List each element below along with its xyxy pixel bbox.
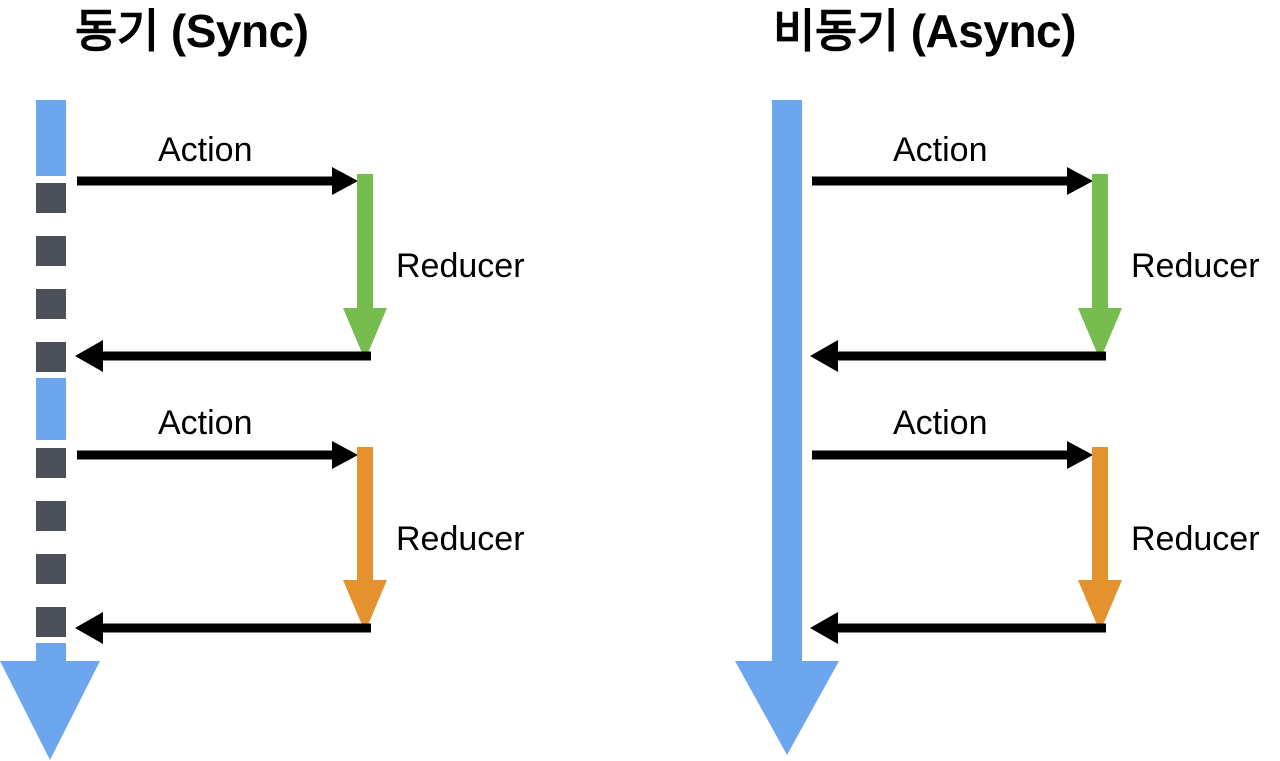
sync-return-arrow-1 bbox=[75, 340, 371, 372]
sync-segment-gray-blocked-8 bbox=[36, 607, 66, 637]
async-segment-blue-active-1 bbox=[772, 100, 802, 661]
sync-reducer-label-1: Reducer bbox=[396, 247, 525, 285]
sync-segment-gray-blocked-3 bbox=[36, 289, 66, 319]
async-action-arrow-2 bbox=[812, 441, 1093, 469]
async-panel-title: 비동기 (Async) bbox=[773, 5, 1076, 57]
sync-action-label-2: Action bbox=[158, 404, 253, 442]
async-action-arrow-1 bbox=[812, 167, 1093, 195]
sync-lifeline-arrow-stem bbox=[36, 643, 66, 665]
arrowhead-left-icon bbox=[810, 612, 838, 644]
sync-panel-title: 동기 (Sync) bbox=[75, 5, 309, 57]
sync-segment-gray-blocked-2 bbox=[36, 236, 66, 266]
async-lifeline-arrowhead-icon bbox=[735, 661, 839, 755]
arrowhead-down-icon bbox=[1078, 308, 1122, 360]
arrowhead-left-icon bbox=[75, 340, 103, 372]
sync-segment-blue-active-1 bbox=[36, 100, 66, 176]
async-reducer-label-1: Reducer bbox=[1131, 247, 1260, 285]
sync-lifeline-arrowhead-icon bbox=[0, 661, 100, 760]
sync-action-label-1: Action bbox=[158, 131, 253, 169]
arrowhead-down-icon bbox=[343, 580, 387, 632]
sync-reducer-arrow-orange bbox=[343, 447, 387, 632]
async-reducer-arrow-orange bbox=[1078, 447, 1122, 632]
async-action-label-1: Action bbox=[893, 131, 988, 169]
arrowhead-down-icon bbox=[1078, 580, 1122, 632]
sync-segment-gray-blocked-6 bbox=[36, 501, 66, 531]
arrowhead-right-icon bbox=[332, 441, 358, 469]
async-reducer-arrow-green bbox=[1078, 174, 1122, 360]
arrowhead-right-icon bbox=[332, 167, 358, 195]
sync-action-arrow-2 bbox=[77, 441, 358, 469]
sync-reducer-label-2: Reducer bbox=[396, 520, 525, 558]
sync-lifeline bbox=[0, 100, 100, 760]
sync-segment-gray-blocked-7 bbox=[36, 554, 66, 584]
async-reducer-label-2: Reducer bbox=[1131, 520, 1260, 558]
sync-reducer-arrow-green bbox=[343, 174, 387, 360]
sync-segment-gray-blocked-1 bbox=[36, 183, 66, 213]
arrowhead-left-icon bbox=[810, 340, 838, 372]
sync-segment-gray-blocked-4 bbox=[36, 342, 66, 372]
async-action-label-2: Action bbox=[893, 404, 988, 442]
sync-action-arrow-1 bbox=[77, 167, 358, 195]
async-return-arrow-2 bbox=[810, 612, 1106, 644]
arrowhead-down-icon bbox=[343, 308, 387, 360]
arrowhead-left-icon bbox=[75, 612, 103, 644]
sync-return-arrow-2 bbox=[75, 612, 371, 644]
async-lifeline bbox=[735, 100, 839, 755]
arrowhead-right-icon bbox=[1067, 167, 1093, 195]
sync-segment-blue-active-2 bbox=[36, 378, 66, 440]
arrowhead-right-icon bbox=[1067, 441, 1093, 469]
async-return-arrow-1 bbox=[810, 340, 1106, 372]
sync-segment-gray-blocked-5 bbox=[36, 448, 66, 478]
